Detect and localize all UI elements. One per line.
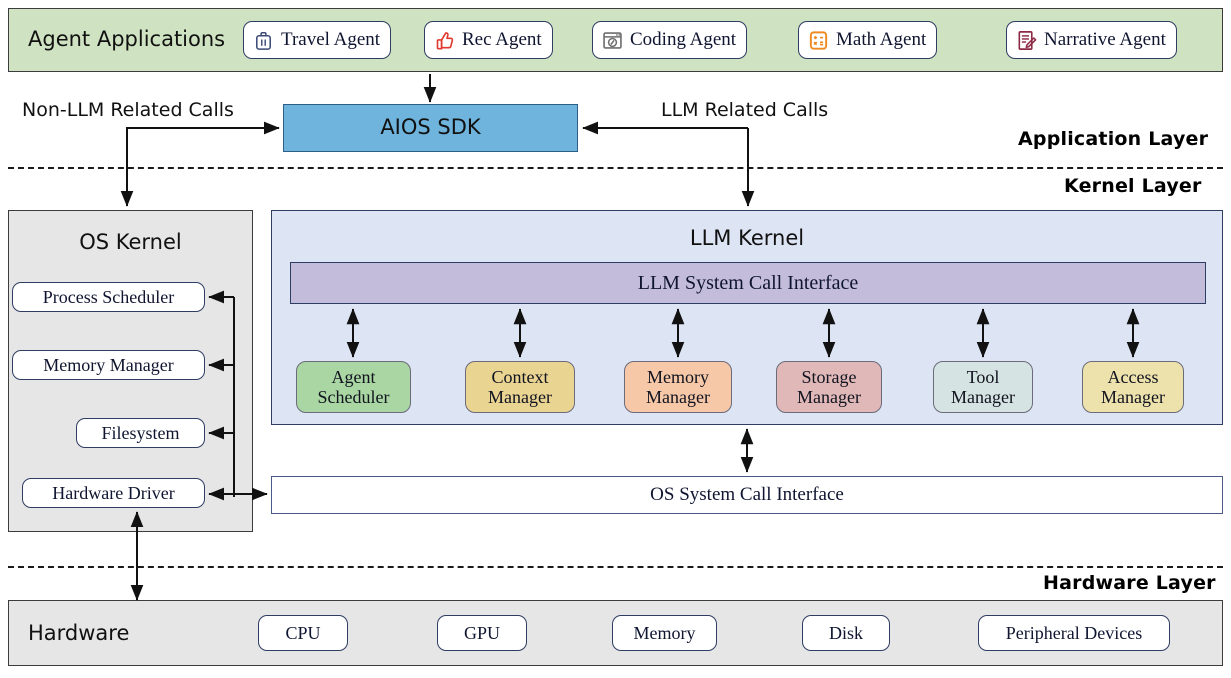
- arrow-non-llm-calls: [126, 121, 280, 200]
- hardware-component-cpu[interactable]: CPU: [258, 615, 348, 651]
- manager-line1: Context: [491, 366, 549, 387]
- os-system-call-interface[interactable]: OS System Call Interface: [271, 476, 1223, 514]
- calculator-icon: [809, 30, 828, 50]
- manager-line1: Access: [1107, 366, 1159, 387]
- manager-line1: Agent: [331, 366, 376, 387]
- agent-button-rec[interactable]: Rec Agent: [424, 21, 553, 59]
- agent-label-math: Math Agent: [836, 29, 927, 50]
- os-module-memory-manager[interactable]: Memory Manager: [12, 350, 205, 380]
- manager-line1: Tool: [966, 366, 1000, 387]
- manager-memory-manager[interactable]: Memory Manager: [624, 361, 732, 413]
- manager-line2: Manager: [951, 387, 1015, 407]
- manager-tool-manager[interactable]: Tool Manager: [933, 361, 1033, 413]
- aios-sdk-box[interactable]: AIOS SDK: [283, 104, 578, 152]
- hardware-band-title: Hardware: [28, 621, 130, 645]
- agent-label-rec: Rec Agent: [462, 29, 542, 50]
- hardware-component-peripheral-devices[interactable]: Peripheral Devices: [978, 615, 1170, 651]
- suitcase-icon: [256, 31, 271, 50]
- llm-kernel-title: LLM Kernel: [689, 226, 805, 251]
- os-module-filesystem[interactable]: Filesystem: [76, 418, 205, 448]
- hardware-layer-label: Hardware Layer: [1043, 572, 1216, 594]
- manager-line2: Scheduler: [317, 387, 390, 407]
- agent-label-narrative: Narrative Agent: [1044, 29, 1166, 50]
- manager-agent-scheduler[interactable]: Agent Scheduler: [296, 361, 411, 413]
- agent-button-coding[interactable]: Coding Agent: [592, 21, 748, 59]
- manager-line2: Manager: [646, 387, 710, 407]
- non-llm-calls-label: Non-LLM Related Calls: [22, 99, 234, 121]
- os-module-hardware-driver[interactable]: Hardware Driver: [22, 478, 205, 508]
- manager-line2: Manager: [797, 387, 861, 407]
- hardware-component-disk[interactable]: Disk: [802, 615, 890, 651]
- code-window-icon: [603, 31, 622, 49]
- application-kernel-divider: [8, 167, 1223, 169]
- manager-line1: Storage: [801, 366, 857, 387]
- os-kernel-title: OS Kernel: [79, 230, 182, 255]
- document-pencil-icon: [1018, 30, 1037, 50]
- agent-button-narrative[interactable]: Narrative Agent: [1006, 21, 1177, 59]
- manager-context-manager[interactable]: Context Manager: [465, 361, 575, 413]
- agent-applications-title: Agent Applications: [28, 27, 226, 51]
- thumbs-up-icon: [436, 31, 454, 49]
- manager-line1: Memory: [647, 366, 709, 387]
- agent-button-travel[interactable]: Travel Agent: [243, 21, 392, 59]
- llm-kernel-panel: [271, 210, 1223, 425]
- agent-label-travel: Travel Agent: [281, 29, 381, 50]
- agent-label-coding: Coding Agent: [630, 29, 737, 50]
- manager-line2: Manager: [488, 387, 552, 407]
- kernel-layer-label: Kernel Layer: [1064, 175, 1202, 197]
- hardware-component-memory[interactable]: Memory: [612, 615, 717, 651]
- kernel-hardware-divider: [8, 566, 1223, 568]
- agent-button-math[interactable]: Math Agent: [798, 21, 938, 59]
- llm-calls-label: LLM Related Calls: [661, 99, 829, 121]
- hardware-component-gpu[interactable]: GPU: [437, 615, 527, 651]
- manager-line2: Manager: [1101, 387, 1165, 407]
- manager-storage-manager[interactable]: Storage Manager: [776, 361, 882, 413]
- llm-system-call-interface[interactable]: LLM System Call Interface: [290, 262, 1206, 304]
- manager-access-manager[interactable]: Access Manager: [1082, 361, 1184, 413]
- os-module-process-scheduler[interactable]: Process Scheduler: [12, 282, 205, 312]
- application-layer-label: Application Layer: [1018, 128, 1209, 150]
